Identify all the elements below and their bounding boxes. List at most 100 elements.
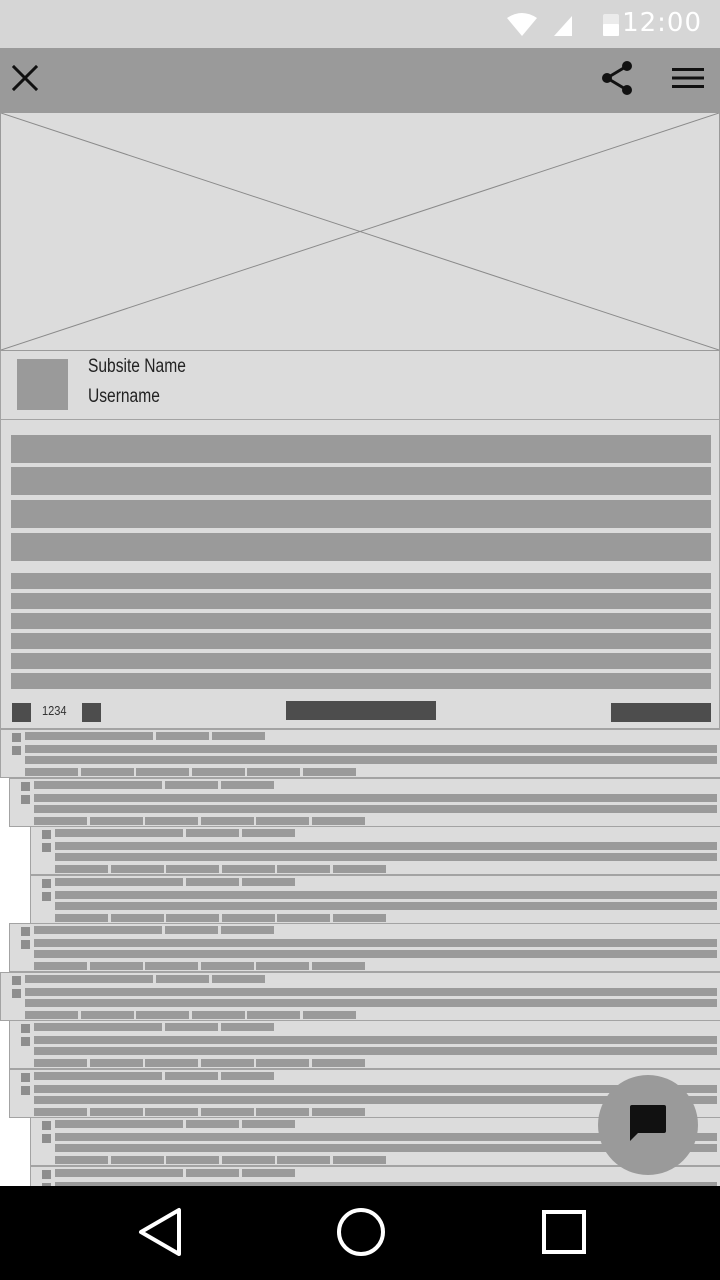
comment-upvote-button[interactable] (21, 782, 30, 791)
post-text-line (11, 613, 711, 629)
comment-text-line (242, 1169, 295, 1177)
comment-text-line (34, 805, 717, 813)
post-text-line (11, 573, 711, 589)
comment-text-line (312, 1059, 365, 1067)
comment-text-line (222, 914, 275, 922)
comment-text-line (192, 1011, 245, 1019)
comment-text-line (212, 732, 265, 740)
post-text-line (11, 593, 711, 609)
comment-item[interactable] (30, 826, 720, 875)
subsite-avatar[interactable] (17, 359, 68, 410)
comment-text-line (34, 817, 87, 825)
comment-downvote-button[interactable] (42, 892, 51, 901)
comment-text-line (212, 975, 265, 983)
downvote-button[interactable] (82, 703, 101, 722)
post-score: 1234 (42, 703, 67, 718)
comment-upvote-button[interactable] (42, 1121, 51, 1130)
comment-text-line (165, 1072, 218, 1080)
upvote-button[interactable] (12, 703, 31, 722)
home-button[interactable] (331, 1208, 391, 1260)
username[interactable]: Username (88, 386, 160, 407)
post-action-button[interactable] (611, 703, 711, 722)
comment-upvote-button[interactable] (42, 830, 51, 839)
comment-item[interactable] (0, 729, 720, 778)
comment-text-line (247, 768, 300, 776)
comment-downvote-button[interactable] (42, 843, 51, 852)
comment-downvote-button[interactable] (42, 1134, 51, 1143)
comment-text-line (34, 950, 717, 958)
back-triangle-icon (137, 1207, 183, 1261)
comment-text-line (303, 768, 356, 776)
comment-text-line (55, 842, 717, 850)
comment-item[interactable] (30, 875, 720, 924)
comment-text-line (247, 1011, 300, 1019)
comment-text-line (55, 865, 108, 873)
comment-text-line (55, 1133, 717, 1141)
back-button[interactable] (130, 1208, 190, 1260)
post-body: 1234 (0, 420, 720, 729)
comment-upvote-button[interactable] (12, 976, 21, 985)
comment-downvote-button[interactable] (21, 795, 30, 804)
comment-text-line (90, 1059, 143, 1067)
comment-item[interactable] (9, 778, 720, 827)
comment-upvote-button[interactable] (21, 1024, 30, 1033)
comment-text-line (55, 891, 717, 899)
comment-text-line (34, 1108, 87, 1116)
comment-downvote-button[interactable] (12, 989, 21, 998)
subsite-name[interactable]: Subsite Name (88, 356, 186, 377)
image-placeholder-icon (0, 112, 720, 351)
comment-upvote-button[interactable] (12, 733, 21, 742)
comment-text-line (201, 1059, 254, 1067)
menu-icon (672, 66, 704, 94)
comment-upvote-button[interactable] (21, 927, 30, 936)
comment-upvote-button[interactable] (21, 1073, 30, 1082)
comment-downvote-button[interactable] (21, 940, 30, 949)
comment-text-line (201, 1108, 254, 1116)
comment-downvote-button[interactable] (21, 1086, 30, 1095)
comment-text-line (34, 794, 717, 802)
comment-item[interactable] (0, 972, 720, 1021)
share-button[interactable] (595, 58, 639, 102)
post-text-line (11, 673, 711, 689)
author-row[interactable]: Subsite Name Username (0, 351, 720, 420)
comment-text-line (156, 732, 209, 740)
post-title-line (11, 533, 711, 561)
comment-text-line (145, 817, 198, 825)
comment-text-line (186, 829, 239, 837)
reply-fab[interactable] (598, 1075, 698, 1175)
recents-button[interactable] (534, 1208, 594, 1260)
comment-downvote-button[interactable] (21, 1037, 30, 1046)
comment-text-line (55, 878, 183, 886)
post-title-line (11, 500, 711, 528)
comment-text-line (81, 768, 134, 776)
comment-text-line (145, 1059, 198, 1067)
comment-item[interactable] (9, 923, 720, 972)
comment-text-line (333, 914, 386, 922)
comment-text-line (34, 1072, 162, 1080)
comments-button[interactable] (286, 701, 436, 720)
comment-text-line (111, 914, 164, 922)
comment-text-line (55, 914, 108, 922)
comment-downvote-button[interactable] (12, 746, 21, 755)
comment-text-line (25, 988, 717, 996)
comment-text-line (165, 781, 218, 789)
menu-button[interactable] (666, 58, 710, 102)
comment-text-line (90, 962, 143, 970)
comment-text-line (242, 1120, 295, 1128)
comment-text-line (312, 962, 365, 970)
comment-upvote-button[interactable] (42, 1170, 51, 1179)
comment-text-line (221, 1072, 274, 1080)
comment-text-line (25, 975, 153, 983)
comment-text-line (55, 853, 717, 861)
comment-item[interactable] (9, 1020, 720, 1069)
comment-text-line (34, 926, 162, 934)
comment-text-line (165, 1023, 218, 1031)
comment-text-line (201, 817, 254, 825)
comment-upvote-button[interactable] (42, 879, 51, 888)
comment-text-line (145, 1108, 198, 1116)
comment-text-line (34, 781, 162, 789)
comment-text-line (221, 781, 274, 789)
comment-text-line (145, 962, 198, 970)
hero-image-placeholder[interactable] (0, 112, 720, 351)
close-button[interactable] (3, 58, 47, 102)
